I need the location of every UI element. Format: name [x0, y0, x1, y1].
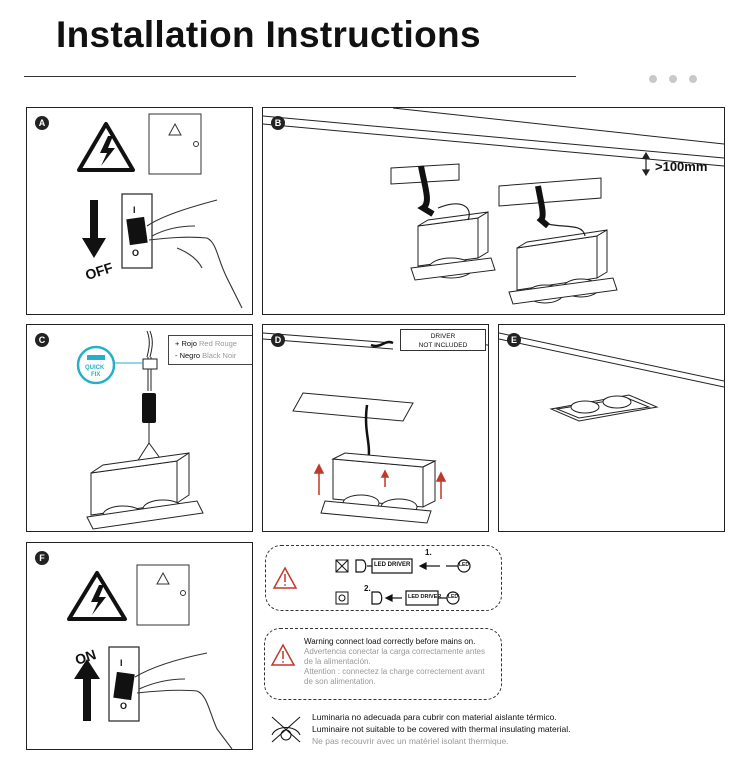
push-up-arrows	[313, 463, 447, 499]
warning-en: Warning connect load correctly before ma…	[304, 637, 476, 646]
quick-connector	[142, 358, 158, 370]
warning-es-2: de la alimentación.	[304, 657, 371, 666]
warning-es-1: Advertencia conectar la carga correctame…	[304, 647, 485, 656]
panel-e-illustration	[499, 332, 724, 422]
quick-fix-label-1: QUICK	[85, 365, 105, 371]
high-voltage-warning-icon	[67, 571, 127, 621]
panel-b: B	[262, 107, 725, 315]
spring-clip-right	[535, 185, 550, 229]
distance-label: >100mm	[655, 159, 708, 174]
panel-c: C QUICK FIX	[26, 324, 253, 532]
step-2-label: 2.	[364, 584, 371, 593]
notice-en: Luminaire not suitable to be covered wit…	[312, 724, 571, 734]
breaker-box-icon	[148, 113, 202, 175]
arrow-up-icon	[74, 659, 100, 721]
switch-on-mark: I	[133, 205, 136, 215]
panel-f: F ON I O	[26, 542, 253, 750]
hand-icon	[134, 652, 233, 749]
panel-d-illustration	[263, 332, 488, 524]
step-badge-e: E	[507, 333, 521, 347]
panel-a: A OFF I O	[26, 107, 253, 315]
panel-e: E	[498, 324, 725, 532]
switch-off-mark: O	[132, 248, 140, 258]
wall-switch-icon	[121, 193, 153, 269]
panel-a-illustration	[77, 113, 243, 309]
downlight-double	[86, 452, 204, 530]
downlight-single	[410, 211, 496, 281]
step-badge-a: A	[35, 116, 49, 130]
warning-fr-1: Attention : connectez la charge correcte…	[304, 667, 485, 676]
header-divider	[24, 76, 576, 77]
installed-downlight	[549, 394, 659, 422]
wire-color-legend: + Rojo Red Rouge - Negro Black Noir	[168, 335, 252, 365]
ceiling-lines	[263, 108, 724, 167]
no-insulation-icon	[271, 716, 301, 743]
arrow-down-icon	[82, 200, 106, 258]
ceiling-cutout-right	[498, 177, 602, 207]
panel-d: D DRIVER NOT INCLUDED	[262, 324, 489, 532]
driver-box	[142, 393, 156, 423]
wiring-order-box	[265, 545, 502, 611]
switch-off-mark: O	[120, 701, 128, 711]
step-badge-c: C	[35, 333, 49, 347]
spring-clip-left	[417, 165, 435, 217]
pagination-dots[interactable]	[649, 70, 709, 88]
high-voltage-warning-icon	[77, 122, 135, 172]
panel-b-illustration	[263, 108, 724, 305]
warning-fr-2: de son alimentation.	[304, 677, 376, 686]
wall-switch-icon	[108, 646, 140, 722]
driver-not-included-note: DRIVER NOT INCLUDED	[400, 329, 486, 351]
panel-f-illustration	[67, 564, 233, 749]
breaker-box-icon	[136, 564, 190, 626]
led-driver-label-2: LED DRIVER	[408, 594, 442, 600]
notice-es: Luminaria no adecuada para cubrir con ma…	[312, 712, 557, 722]
page-title: Installation Instructions	[56, 14, 481, 55]
legend-row-negative: - Negro Black Noir	[175, 351, 237, 360]
panel-c-illustration	[76, 330, 204, 530]
step-badge-d: D	[271, 333, 285, 347]
notice-fr: Ne pas recouvrir avec un matériel isolan…	[312, 736, 509, 746]
downlight-double	[508, 229, 618, 305]
led-label-2: LED	[448, 594, 458, 600]
warning-box	[264, 628, 502, 700]
step-1-label: 1.	[425, 548, 432, 557]
warning-text: Warning connect load correctly before ma…	[304, 637, 485, 687]
step-badge-f: F	[35, 551, 49, 565]
hand-icon	[146, 199, 243, 309]
insulation-notice: Luminaria no adecuada para cubrir con ma…	[312, 711, 570, 747]
downlight-double	[320, 452, 437, 524]
distance-arrow-icon	[641, 151, 651, 177]
quick-fix-label-2: FIX	[91, 372, 101, 378]
cable-lines	[437, 203, 586, 237]
ceiling-cutout	[292, 392, 414, 422]
switch-on-mark: I	[120, 658, 123, 668]
legend-row-positive: + Rojo Red Rouge	[175, 339, 237, 348]
led-label-1: LED	[459, 562, 469, 568]
quick-fix-badge	[76, 345, 143, 385]
led-driver-label-1: LED DRIVER	[374, 562, 411, 568]
step-badge-b: B	[271, 116, 285, 130]
ceiling-lines	[499, 332, 724, 388]
